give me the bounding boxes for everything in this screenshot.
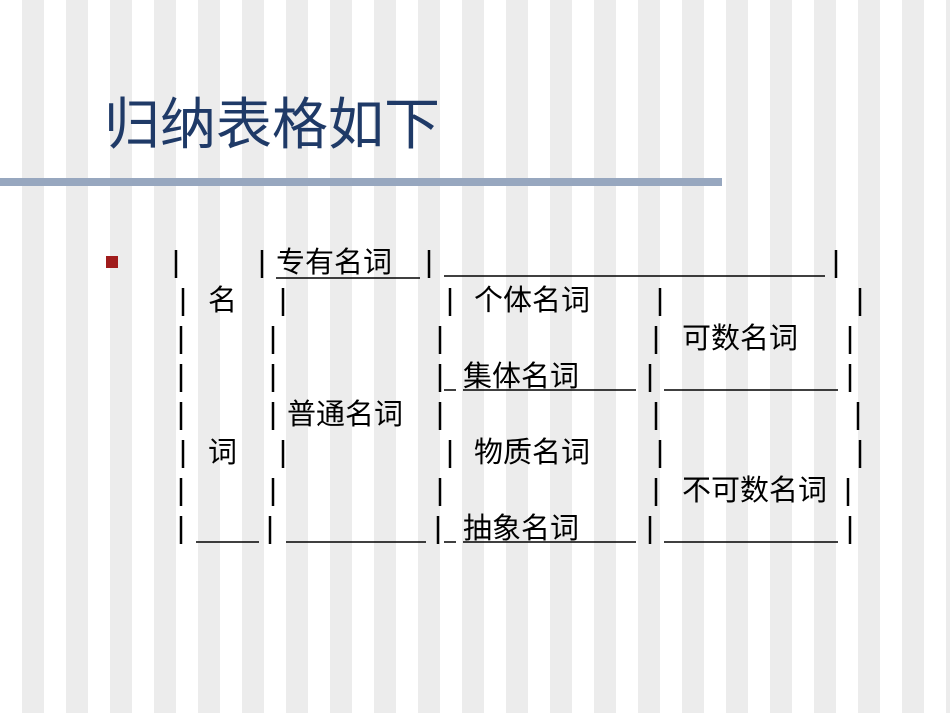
slide-title: 归纳表格如下 <box>104 93 440 158</box>
material-noun-label: 物质名词 <box>474 435 590 469</box>
root-bottom-label: 词 <box>208 435 237 469</box>
abstract-noun-label: 抽象名词 <box>463 511 579 545</box>
title-divider <box>0 178 722 186</box>
uncountable-noun-label: 不可数名词 <box>682 473 827 507</box>
common-noun-label: 普通名词 <box>287 397 403 431</box>
countable-noun-label: 可数名词 <box>682 321 798 355</box>
square-bullet-icon <box>106 256 118 268</box>
proper-noun-label: 专有名词 <box>276 245 392 279</box>
root-top-label: 名 <box>208 283 237 317</box>
individual-noun-label: 个体名词 <box>474 283 590 317</box>
collective-noun-label: 集体名词 <box>463 359 579 393</box>
